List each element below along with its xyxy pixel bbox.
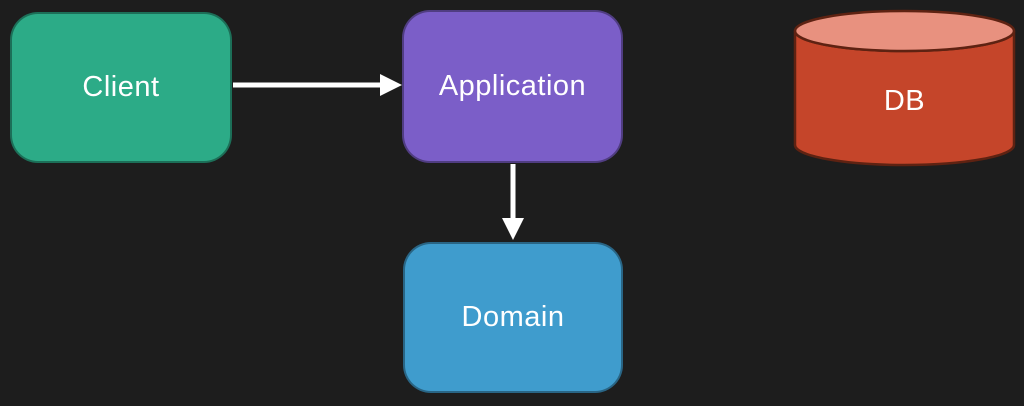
- domain-node-label: Domain: [461, 301, 565, 333]
- arrow-application-to-domain: [502, 164, 524, 240]
- arrow-client-to-application: [233, 74, 402, 96]
- db-cylinder-node: DB: [793, 5, 1016, 170]
- client-node-label: Client: [82, 71, 160, 103]
- domain-node: Domain: [403, 242, 623, 393]
- application-node: Application: [402, 10, 623, 163]
- application-node-label: Application: [438, 70, 587, 102]
- db-node-label: DB: [883, 84, 926, 117]
- client-node: Client: [10, 12, 232, 163]
- database-cylinder-icon: [793, 9, 1016, 167]
